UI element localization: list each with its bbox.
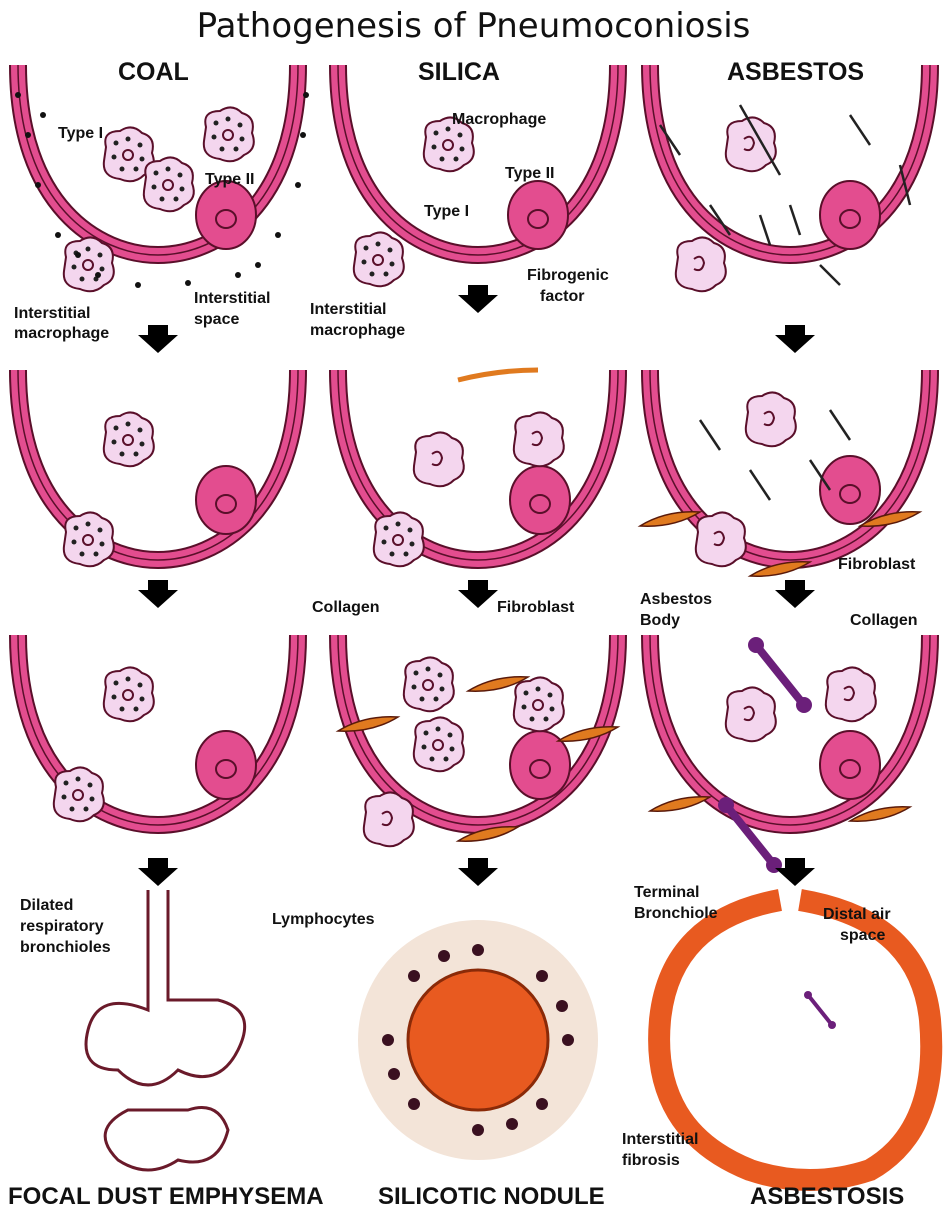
label-asbestos-body-1: Asbestos (640, 590, 712, 609)
coal-row2 (18, 370, 298, 566)
label-terminal-bronchiole-1: Terminal (634, 883, 700, 902)
column-heading-asbestos: ASBESTOS (727, 58, 864, 87)
label-type1-coal: Type I (58, 124, 103, 143)
outcome-asbestos: ASBESTOSIS (750, 1183, 904, 1211)
label-dilated-2: respiratory (20, 917, 104, 936)
label-fibroblast-asbestos: Fibroblast (838, 555, 915, 574)
label-fibroblast-silica: Fibroblast (497, 598, 574, 617)
label-interstitial-fibrosis-2: fibrosis (622, 1151, 680, 1170)
asbestos-row2 (640, 370, 930, 576)
label-collagen-asbestos: Collagen (850, 611, 918, 630)
silica-row3 (338, 635, 618, 846)
label-interstitial-macrophage-coal-1: Interstitial (14, 304, 90, 323)
label-collagen-silica: Collagen (312, 598, 380, 617)
label-interstitial-fibrosis-1: Interstitial (622, 1130, 698, 1149)
label-fibrogenic-factor-1: Fibrogenic (527, 266, 609, 285)
coal-emphysema (86, 890, 245, 1170)
asbestos-row3 (650, 635, 930, 873)
asbestosis-lung (659, 900, 931, 1180)
coal-row1 (15, 65, 309, 291)
label-interstitial-space-2: space (194, 310, 239, 329)
label-distal-air-space-2: space (840, 926, 885, 945)
label-type1-silica: Type I (424, 202, 469, 221)
asbestos-row1 (650, 65, 930, 291)
silica-row2 (338, 370, 618, 566)
outcome-silica: SILICOTIC NODULE (378, 1183, 605, 1211)
label-interstitial-macrophage-silica-2: macrophage (310, 321, 405, 340)
label-asbestos-body-2: Body (640, 611, 680, 630)
outcome-coal: FOCAL DUST EMPHYSEMA (8, 1183, 324, 1211)
label-macrophage-silica: Macrophage (452, 110, 546, 129)
column-heading-silica: SILICA (418, 58, 500, 87)
column-heading-coal: COAL (118, 58, 189, 87)
label-type2-coal: Type II (205, 170, 255, 189)
diagram-title: Pathogenesis of Pneumoconiosis (0, 6, 947, 46)
label-distal-air-space-1: Distal air (823, 905, 891, 924)
label-interstitial-space-1: Interstitial (194, 289, 270, 308)
label-dilated-3: bronchioles (20, 938, 111, 957)
label-lymphocytes: Lymphocytes (272, 910, 375, 929)
label-dilated-1: Dilated (20, 896, 73, 915)
label-type2-silica: Type II (505, 164, 555, 183)
coal-row3 (18, 635, 298, 825)
label-terminal-bronchiole-2: Bronchiole (634, 904, 718, 923)
silica-row1 (338, 65, 618, 286)
label-interstitial-macrophage-silica-1: Interstitial (310, 300, 386, 319)
label-interstitial-macrophage-coal-2: macrophage (14, 324, 109, 343)
label-fibrogenic-factor-2: factor (540, 287, 584, 306)
silicotic-nodule (358, 920, 598, 1160)
